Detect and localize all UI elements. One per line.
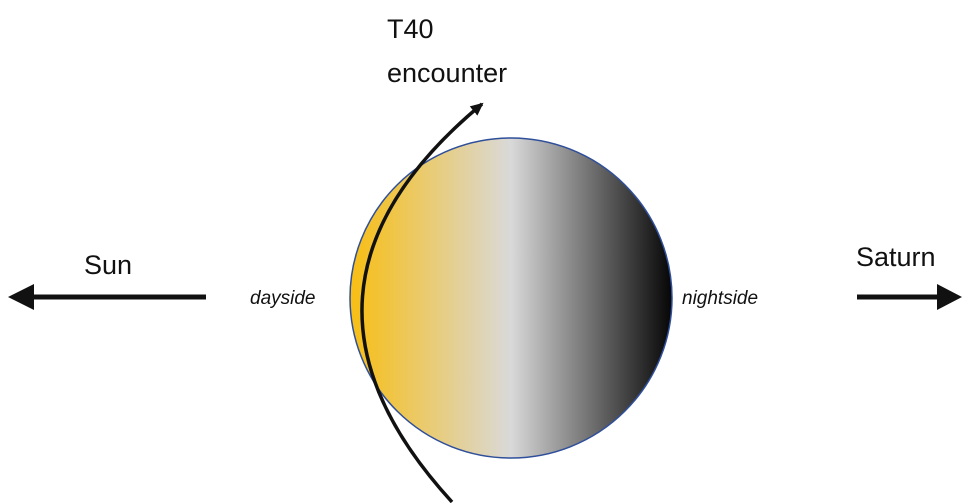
sun-label: Sun [84, 250, 133, 280]
encounter-title-line1: T40 [387, 14, 434, 44]
encounter-title-line2: encounter [387, 58, 508, 88]
titan-globe [349, 137, 673, 459]
sun-arrowhead [8, 284, 34, 310]
saturn-label: Saturn [856, 242, 936, 272]
saturn-arrowhead [937, 284, 962, 310]
nightside-label: nightside [682, 288, 759, 309]
trajectory-arc [360, 102, 484, 503]
dayside-label: dayside [250, 288, 316, 309]
